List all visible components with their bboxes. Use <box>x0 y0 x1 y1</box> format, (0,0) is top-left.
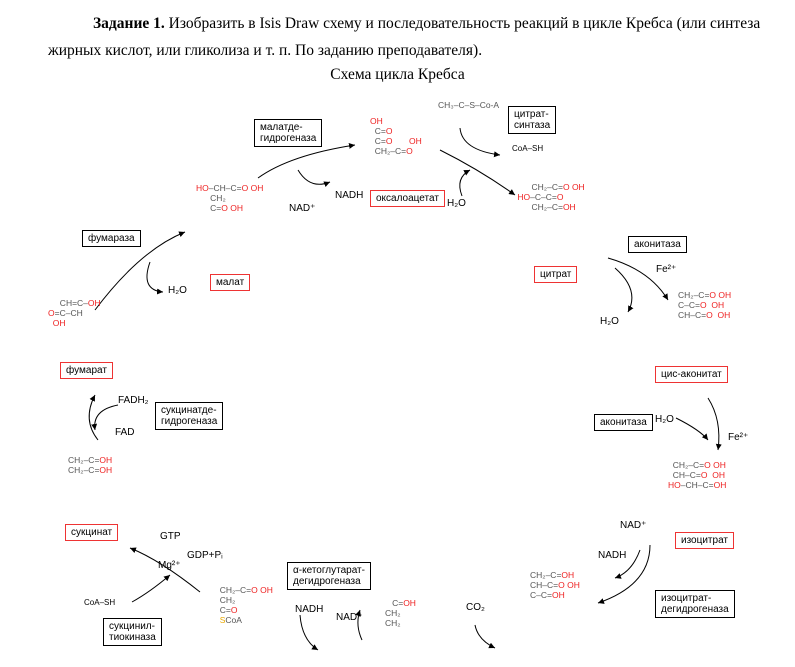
acetyl-coa-structure: CH₃–C–S–Co-A <box>438 100 500 110</box>
arrow-aconitase-h2o <box>614 267 634 313</box>
oxaloacetate-structure: OH C=O C=O OH CH₂–C=O <box>370 116 422 156</box>
arrow-cisaconitate-isocitrate <box>707 397 722 451</box>
arrow-nad-nadh-2 <box>614 549 641 579</box>
metabolite-oxaloacetate: оксалоацетат <box>370 190 445 207</box>
cofactor-nad: NAD⁺ <box>289 203 316 214</box>
succinate-structure: CH₂–C=OH CH₂–C=OH <box>68 455 113 475</box>
cofactor-nadh: NADH <box>295 604 324 615</box>
cofactor-fe: Fe²⁺ <box>656 264 677 275</box>
arrow-h2o-malate <box>146 261 164 295</box>
arrow-malate-oxaloacetate <box>257 142 356 179</box>
cofactor-gdp-pi: GDP+Pᵢ <box>187 550 223 561</box>
enzyme-citrate-synthase: цитрат- синтаза <box>508 106 557 134</box>
arrow-h2o-isocitrate <box>675 417 709 441</box>
arrow-gdp-gtp <box>131 574 171 603</box>
cofactor-h2o: H₂O <box>447 198 466 209</box>
succinyl-coa-structure: CH₂–C=O OH CH₂ C=O SCoA <box>215 585 273 625</box>
enzyme-succinyl-thiokinase: сукцинил- тиокиназа <box>103 618 162 646</box>
cofactor-fe: Fe²⁺ <box>728 432 749 443</box>
cofactor-nad: NAD⁺ <box>620 520 647 531</box>
cis-aconitate-structure: CH₂–C=O OH C–C=O OH CH–C=O OH <box>678 290 732 320</box>
arrow-nad-3 <box>355 609 363 641</box>
arrow-fad <box>91 404 119 431</box>
enzyme-isocitrate-dehydrogenase: изоцитрат- дегидрогеназа <box>655 590 735 618</box>
task-text: Изобразить в Isis Draw схему и последова… <box>48 15 761 59</box>
cofactor-nadh: NADH <box>335 190 364 201</box>
arrow-h2o-citrate <box>459 169 471 197</box>
cofactor-nad: NAD⁺ <box>336 612 363 623</box>
arrow-acetylcoa <box>459 127 501 158</box>
enzyme-succinate-dehydrogenase: сукцинатде- гидрогеназа <box>155 402 224 430</box>
task-paragraph: Задание 1. Изобразить в Isis Draw схему … <box>48 10 793 64</box>
metabolite-isocitrate: изоцитрат <box>675 532 734 549</box>
citrate-structure: CH₂–C=O OH HO–C–C=O CH₂–C=OH <box>515 182 585 212</box>
task-heading: Задание 1. <box>93 15 165 32</box>
arrow-nad-nadh <box>297 169 331 188</box>
enzyme-malate-dehydrogenase: малатде- гидрогеназа <box>254 119 323 147</box>
cofactor-h2o: H₂O <box>600 316 619 327</box>
arrow-isocitrate-oxalosuccinate <box>597 544 651 604</box>
arrow-citrate-cisaconitate <box>607 257 669 301</box>
cofactor-h2o: H₂O <box>168 285 187 296</box>
cofactor-fad: FAD <box>115 427 135 438</box>
cofactor-coash: CoA–SH <box>84 598 116 607</box>
enzyme-fumarase: фумараза <box>82 230 141 247</box>
arrow-co2 <box>474 624 496 649</box>
malate-structure: HO–CH–C=O OH CH₂ C=O OH <box>196 183 264 213</box>
metabolite-cis-aconitate: цис-аконитат <box>655 366 728 383</box>
enzyme-aconitase-1: аконитаза <box>628 236 687 253</box>
cofactor-gtp: GTP <box>160 531 181 542</box>
cofactor-co2: CO₂ <box>466 602 485 613</box>
akg-structure: C=OH CH₂ CH₂ <box>385 598 416 628</box>
metabolite-succinate: сукцинат <box>65 524 119 541</box>
enzyme-akg-dehydrogenase: α-кетоглутарат- дегидрогеназа <box>287 562 371 590</box>
isocitrate-structure: CH₂–C=O OH CH–C=O OH HO–CH–C=OH <box>668 460 727 490</box>
fumarate-structure: CH=C–OH O=C–CH OH <box>48 298 101 328</box>
metabolite-malate: малат <box>210 274 251 291</box>
cofactor-nadh: NADH <box>598 550 627 561</box>
arrow-oxaloacetate-citrate <box>439 149 516 196</box>
cofactor-coash: CoA–SH <box>512 144 544 153</box>
scheme-title: Схема цикла Кребса <box>330 66 465 83</box>
metabolite-fumarate: фумарат <box>60 362 113 379</box>
arrow-succinylcoa-succinate <box>129 547 201 593</box>
cofactor-mg: Mg²⁺ <box>158 560 181 571</box>
arrow-succinate-fumarate <box>88 394 99 441</box>
metabolite-citrate: цитрат <box>534 266 578 283</box>
oxalosuccinate-structure: CH₂–C=OH CH–C=O OH C–C=OH <box>530 570 580 600</box>
arrow-nadh-3 <box>299 614 319 651</box>
cofactor-h2o: H₂O <box>655 414 674 425</box>
arrow-fumarate-malate <box>94 231 186 311</box>
cofactor-fadh2: FADH₂ <box>118 395 149 406</box>
enzyme-aconitase-2: аконитаза <box>594 414 653 431</box>
